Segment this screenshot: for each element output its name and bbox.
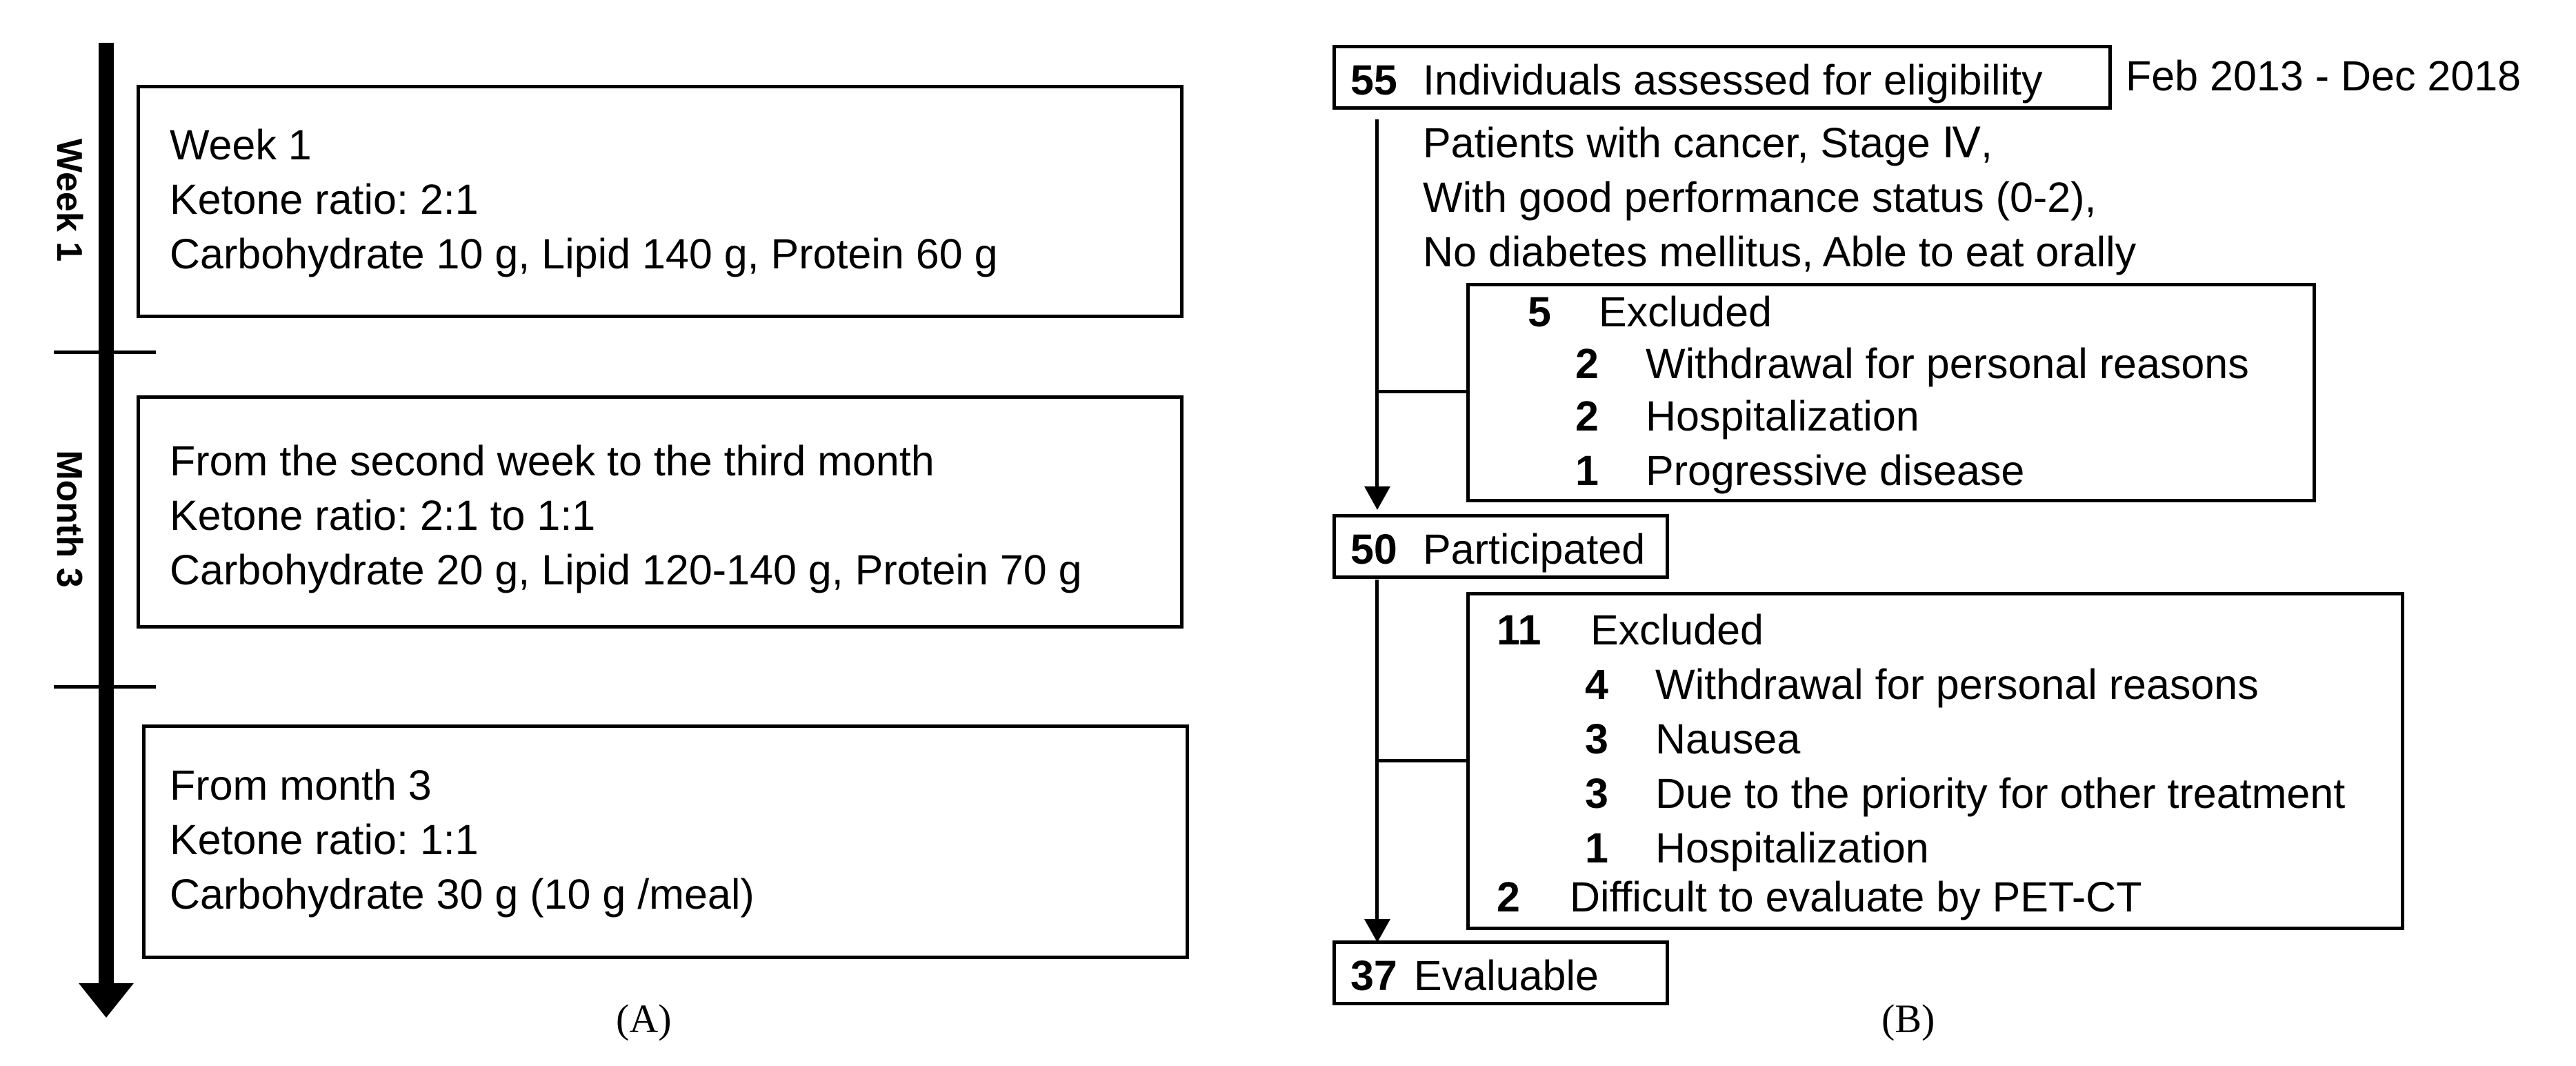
axis-label-week-1: Week 1 — [49, 138, 89, 262]
branch-to-excluded-1 — [1375, 390, 1468, 393]
assessed-box — [1332, 45, 2112, 110]
participated-label: Participated — [1423, 526, 1646, 573]
timeline-tick-1 — [54, 351, 156, 354]
participated-box — [1332, 514, 1669, 579]
excluded-2-item-4-label: Hospitalization — [1655, 825, 1929, 871]
excluded-1-item-3-label: Progressive disease — [1646, 447, 2025, 494]
panel-label-a: (A) — [616, 996, 672, 1041]
evaluable-label: Evaluable — [1414, 952, 1599, 999]
stage-2-ratio: Ketone ratio: 2:1 to 1:1 — [170, 492, 596, 539]
timeline-arrowhead — [79, 983, 134, 1018]
excluded-1-item-3-count: 1 — [1575, 447, 1599, 494]
excluded-box-1 — [1466, 283, 2316, 502]
arrowhead-to-participated — [1364, 486, 1390, 510]
excluded-1-item-1-count: 2 — [1575, 340, 1599, 387]
stage-box-month-3 — [137, 395, 1184, 629]
arrowhead-to-evaluable — [1364, 919, 1390, 942]
excluded-box-2 — [1466, 592, 2404, 930]
excluded-2-item-3-label: Due to the priority for other treatment — [1655, 770, 2346, 817]
axis-label-month-3: Month 3 — [49, 450, 89, 588]
connector-assessed-to-participated — [1375, 119, 1379, 492]
excluded-1-count: 5 — [1528, 288, 1551, 335]
timeline-tick-2 — [54, 685, 156, 689]
excluded-2-extra-count: 2 — [1497, 873, 1520, 920]
excluded-1-label: Excluded — [1599, 288, 1772, 335]
excluded-2-item-1-count: 4 — [1585, 661, 1608, 708]
excluded-2-extra-label: Difficult to evaluate by PET-CT — [1570, 873, 2142, 920]
branch-to-excluded-2 — [1375, 759, 1468, 762]
stage-box-week-1 — [137, 85, 1184, 318]
excluded-1-item-2-label: Hospitalization — [1646, 393, 1919, 440]
participated-count: 50 — [1350, 526, 1397, 573]
excluded-1-item-2-count: 2 — [1575, 393, 1599, 440]
excluded-2-count: 11 — [1497, 606, 1541, 653]
connector-participated-to-evaluable — [1375, 580, 1379, 925]
criteria-line-2: With good performance status (0-2), — [1423, 174, 2097, 221]
stage-2-nutrients: Carbohydrate 20 g, Lipid 120-140 g, Prot… — [170, 546, 1082, 593]
stage-2-title: From the second week to the third month — [170, 437, 935, 484]
stage-box-from-month-3 — [142, 724, 1189, 959]
criteria-line-3: No diabetes mellitus, Able to eat orally — [1423, 228, 2137, 275]
assessed-label: Individuals assessed for eligibility — [1423, 57, 2043, 103]
assessed-count: 55 — [1350, 57, 1397, 103]
study-period: Feb 2013 - Dec 2018 — [2126, 52, 2522, 99]
excluded-2-item-4-count: 1 — [1585, 825, 1608, 871]
evaluable-box — [1332, 940, 1669, 1005]
timeline-axis — [99, 43, 114, 995]
stage-3-ratio: Ketone ratio: 1:1 — [170, 816, 479, 863]
criteria-line-1: Patients with cancer, Stage Ⅳ, — [1423, 119, 1993, 166]
stage-3-title: From month 3 — [170, 762, 432, 809]
stage-1-title: Week 1 — [170, 121, 312, 168]
panel-label-b: (B) — [1881, 996, 1935, 1041]
excluded-2-label: Excluded — [1590, 606, 1764, 653]
stage-3-nutrients: Carbohydrate 30 g (10 g /meal) — [170, 871, 755, 918]
excluded-1-item-1-label: Withdrawal for personal reasons — [1646, 340, 2249, 387]
excluded-2-item-3-count: 3 — [1585, 770, 1608, 817]
evaluable-count: 37 — [1350, 952, 1397, 999]
excluded-2-item-2-label: Nausea — [1655, 715, 1801, 762]
excluded-2-item-1-label: Withdrawal for personal reasons — [1655, 661, 2259, 708]
stage-1-nutrients: Carbohydrate 10 g, Lipid 140 g, Protein … — [170, 230, 998, 277]
stage-1-ratio: Ketone ratio: 2:1 — [170, 176, 479, 223]
excluded-2-item-2-count: 3 — [1585, 715, 1608, 762]
